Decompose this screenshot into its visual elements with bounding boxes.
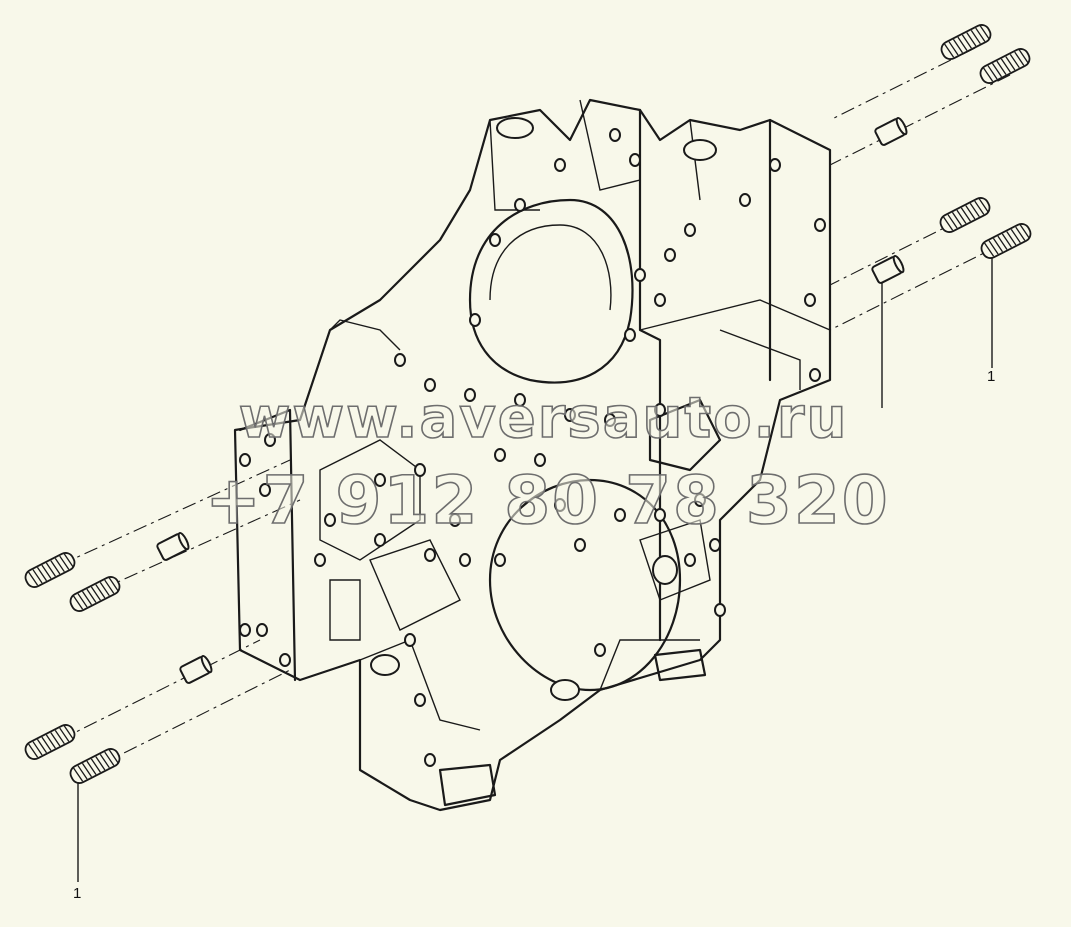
bolt-hole [514, 393, 526, 407]
bolt-hole [449, 513, 461, 527]
bolt-hole [574, 538, 586, 552]
center-lines [59, 47, 1011, 766]
threaded-stud [24, 724, 76, 760]
bolt-hole [424, 753, 436, 767]
threaded-stud [69, 576, 121, 612]
bolt-hole [604, 413, 616, 427]
bolt-hole [664, 248, 676, 262]
bolt-hole [464, 388, 476, 402]
bolt-holes [239, 128, 826, 767]
bolt-hole [256, 623, 268, 637]
bolt-hole [374, 473, 386, 487]
dowel-sleeves [156, 116, 908, 684]
bolt-hole [809, 368, 821, 382]
bolt-hole [814, 218, 826, 232]
bolt-hole [534, 453, 546, 467]
bolt-hole [694, 493, 706, 507]
bolt-hole [654, 403, 666, 417]
bolt-hole [629, 153, 641, 167]
bolt-hole [239, 623, 251, 637]
threaded-stud [940, 24, 992, 60]
threaded-stud [69, 748, 121, 784]
bolt-hole [264, 433, 276, 447]
bolt-hole [404, 633, 416, 647]
bolt-hole [714, 603, 726, 617]
bolt-hole [624, 328, 636, 342]
threaded-stud [24, 552, 76, 588]
bolt-hole [564, 408, 576, 422]
bolt-hole [554, 158, 566, 172]
watermark-phone: +7 912 80 78 320 [205, 461, 890, 540]
callout-label-right: 1 [987, 368, 995, 385]
bolt-hole [424, 378, 436, 392]
bolt-hole [614, 508, 626, 522]
bolt-hole [394, 353, 406, 367]
bolt-hole [459, 553, 471, 567]
front-housing [233, 98, 832, 812]
bolt-hole [554, 498, 566, 512]
bolt-hole [654, 293, 666, 307]
bolt-hole [609, 128, 621, 142]
bolt-hole [514, 198, 526, 212]
bolt-hole [374, 533, 386, 547]
bolt-hole [414, 693, 426, 707]
bolt-hole [494, 553, 506, 567]
bolt-hole [804, 293, 816, 307]
threaded-stud [979, 48, 1031, 84]
bolt-hole [324, 513, 336, 527]
bolt-hole [469, 313, 481, 327]
bolt-hole [739, 193, 751, 207]
bolt-hole [769, 158, 781, 172]
bolt-hole [239, 453, 251, 467]
bolt-hole [414, 463, 426, 477]
bolt-hole [494, 448, 506, 462]
bolt-hole [654, 508, 666, 522]
bolt-hole [489, 233, 501, 247]
bolt-hole [314, 553, 326, 567]
bolt-hole [279, 653, 291, 667]
bolt-hole [684, 223, 696, 237]
leader-lines [77, 258, 993, 882]
bolt-hole [424, 548, 436, 562]
bolt-hole [634, 268, 646, 282]
callout-label-left: 1 [73, 885, 81, 902]
watermark-url: www.aversauto.ru [238, 385, 849, 452]
threaded-stud [939, 197, 991, 233]
studs [24, 24, 1032, 784]
threaded-stud [980, 223, 1032, 259]
bolt-hole [594, 643, 606, 657]
bolt-hole [684, 553, 696, 567]
bolt-hole [259, 483, 271, 497]
bolt-hole [709, 538, 721, 552]
